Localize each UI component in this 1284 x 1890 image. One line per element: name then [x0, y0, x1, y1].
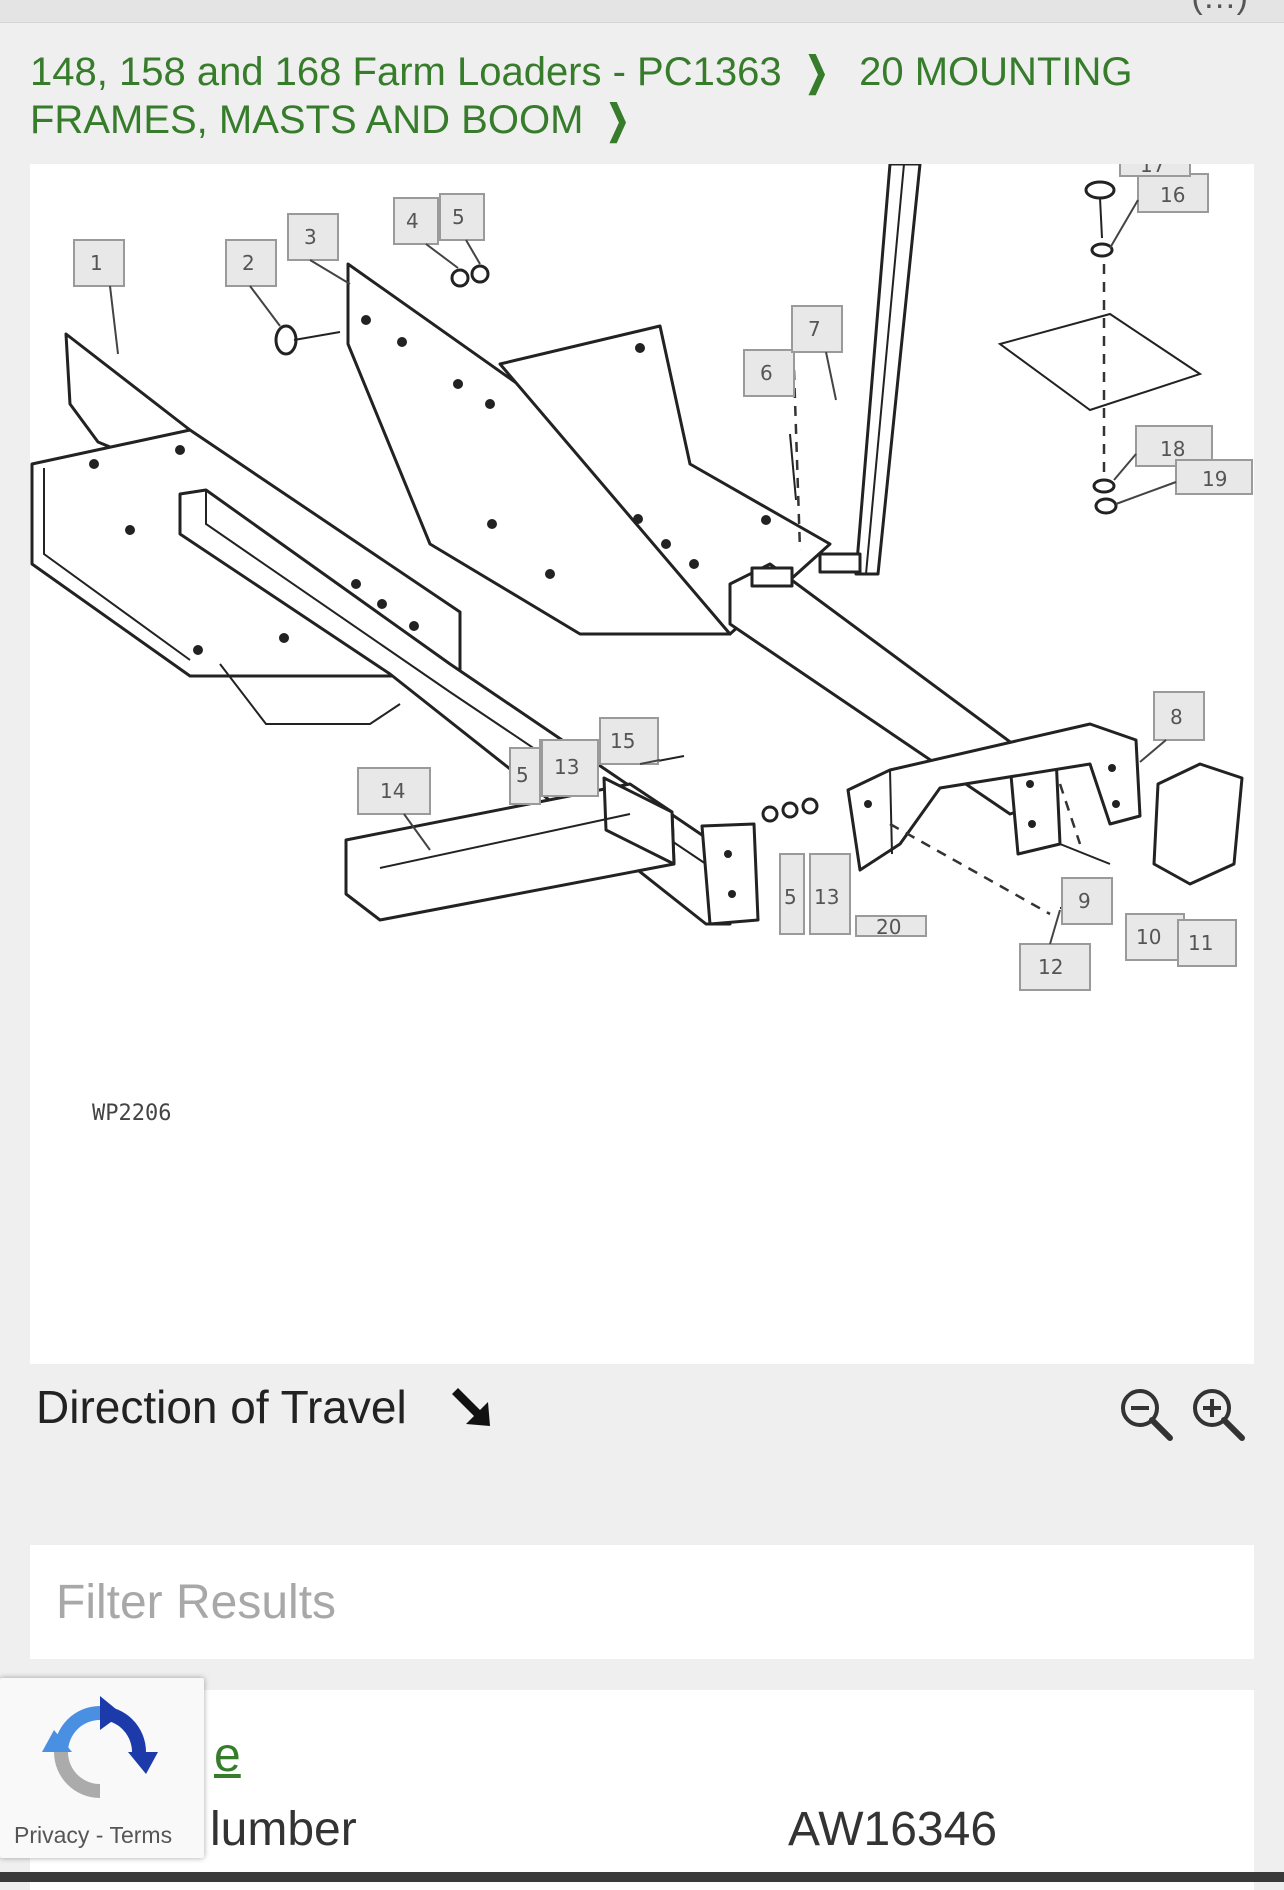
- parts-diagram[interactable]: 1 2 3 4 5 6 7 8 9 10 11 12 13 14 15 16 1…: [30, 164, 1254, 1364]
- svg-text:5: 5: [452, 205, 465, 229]
- callout-17[interactable]: 17: [1119, 164, 1191, 177]
- zoom-in-icon[interactable]: [1188, 1384, 1248, 1444]
- right-frame-channel: [498, 324, 832, 636]
- washer-4: [450, 268, 470, 288]
- svg-text:20: 20: [876, 915, 901, 939]
- svg-text:6: 6: [760, 361, 773, 385]
- svg-text:13: 13: [554, 755, 579, 779]
- callout-5-bottom[interactable]: 5: [779, 853, 805, 935]
- callout-8[interactable]: 8: [1153, 691, 1205, 741]
- svg-text:4: 4: [406, 209, 419, 233]
- bolt-2: [274, 324, 298, 356]
- callout-19[interactable]: 19: [1175, 459, 1253, 495]
- callout-20[interactable]: 20: [855, 915, 927, 939]
- callout-6[interactable]: 6: [743, 349, 795, 397]
- right-bracket: [846, 722, 1142, 872]
- direction-of-travel-label: Direction of Travel: [36, 1381, 407, 1433]
- callout-16[interactable]: 16: [1137, 173, 1209, 213]
- callout-5[interactable]: 5: [439, 193, 485, 241]
- washer-18: [1092, 478, 1116, 494]
- svg-text:1: 1: [90, 251, 103, 275]
- part-number-label: lumber: [210, 1803, 357, 1856]
- svg-text:14: 14: [380, 779, 405, 803]
- nut-5: [470, 264, 490, 284]
- breadcrumb-catalog-link[interactable]: 148, 158 and 168 Farm Loaders - PC1363: [30, 50, 782, 94]
- svg-text:10: 10: [1136, 925, 1161, 949]
- result-card: e lumber AW16346: [30, 1690, 1254, 1890]
- svg-text:13: 13: [814, 885, 839, 909]
- svg-text:7: 7: [808, 317, 821, 341]
- drawing-code: WP2206: [92, 1101, 171, 1126]
- svg-text:12: 12: [1038, 955, 1063, 979]
- recaptcha-icon: [42, 1696, 158, 1798]
- mounting-pad: [997, 312, 1203, 412]
- plate-11: [1152, 762, 1244, 886]
- callout-12[interactable]: 12: [1019, 943, 1091, 991]
- left-arm-end-plate: [700, 822, 760, 926]
- nut-19: [1094, 497, 1118, 515]
- recaptcha-links: Privacy - Terms: [14, 1822, 172, 1849]
- svg-text:19: 19: [1202, 467, 1227, 491]
- mast-pin: [818, 552, 862, 574]
- arrow-down-right-icon: [452, 1388, 490, 1426]
- svg-text:3: 3: [304, 225, 317, 249]
- callout-5-left[interactable]: 5: [509, 747, 541, 805]
- result-link[interactable]: e: [214, 1729, 241, 1782]
- svg-text:11: 11: [1188, 931, 1213, 955]
- bottom-bar: [0, 1872, 1284, 1882]
- svg-text:5: 5: [784, 885, 797, 909]
- mast: [854, 164, 922, 576]
- recaptcha-badge[interactable]: Privacy - Terms: [0, 1678, 204, 1858]
- bolt-17: [1084, 180, 1116, 200]
- callout-13-bottom[interactable]: 13: [809, 853, 851, 935]
- callout-1[interactable]: 1: [73, 239, 125, 287]
- callout-9[interactable]: 9: [1061, 877, 1113, 925]
- callout-4[interactable]: 4: [393, 197, 439, 245]
- part-number-value: AW16346: [788, 1803, 998, 1856]
- chevron-right-icon: ❯: [804, 50, 829, 94]
- svg-text:2: 2: [242, 251, 255, 275]
- mast-pin-right: [750, 566, 794, 588]
- callout-14[interactable]: 14: [357, 767, 431, 815]
- breadcrumb-section-link[interactable]: 20 MOUNTING FRAMES, MASTS AND BOOM: [30, 50, 1133, 142]
- svg-text:8: 8: [1170, 705, 1183, 729]
- svg-text:9: 9: [1078, 889, 1091, 913]
- svg-text:17: 17: [1140, 164, 1165, 177]
- callout-10[interactable]: 10: [1125, 913, 1185, 961]
- parts-diagram-drawing: 1 2 3 4 5 6 7 8 9 10 11 12 13 14 15 16 1…: [30, 164, 1253, 1126]
- link-separator: -: [95, 1822, 104, 1848]
- chevron-right-icon: ❯: [606, 98, 630, 142]
- svg-text:5: 5: [516, 763, 529, 787]
- callout-11[interactable]: 11: [1177, 919, 1237, 967]
- svg-text:16: 16: [1160, 183, 1185, 207]
- privacy-link[interactable]: Privacy: [14, 1822, 90, 1848]
- top-bar: (…): [0, 0, 1284, 23]
- svg-text:15: 15: [610, 729, 635, 753]
- callout-15[interactable]: 15: [599, 717, 659, 765]
- terms-link[interactable]: Terms: [109, 1822, 173, 1848]
- callout-2[interactable]: 2: [225, 239, 277, 287]
- breadcrumb: 148, 158 and 168 Farm Loaders - PC1363❯2…: [30, 48, 1240, 144]
- support-bracket-plate: [602, 776, 676, 866]
- top-bar-partial-text: (…): [1191, 0, 1248, 17]
- svg-text:18: 18: [1160, 437, 1185, 461]
- callout-13-left[interactable]: 13: [541, 739, 599, 797]
- zoom-out-icon[interactable]: [1116, 1384, 1176, 1444]
- callout-3[interactable]: 3: [287, 213, 339, 261]
- washer-16: [1090, 242, 1114, 258]
- filter-results-input[interactable]: [30, 1545, 1254, 1659]
- callout-7[interactable]: 7: [791, 305, 843, 353]
